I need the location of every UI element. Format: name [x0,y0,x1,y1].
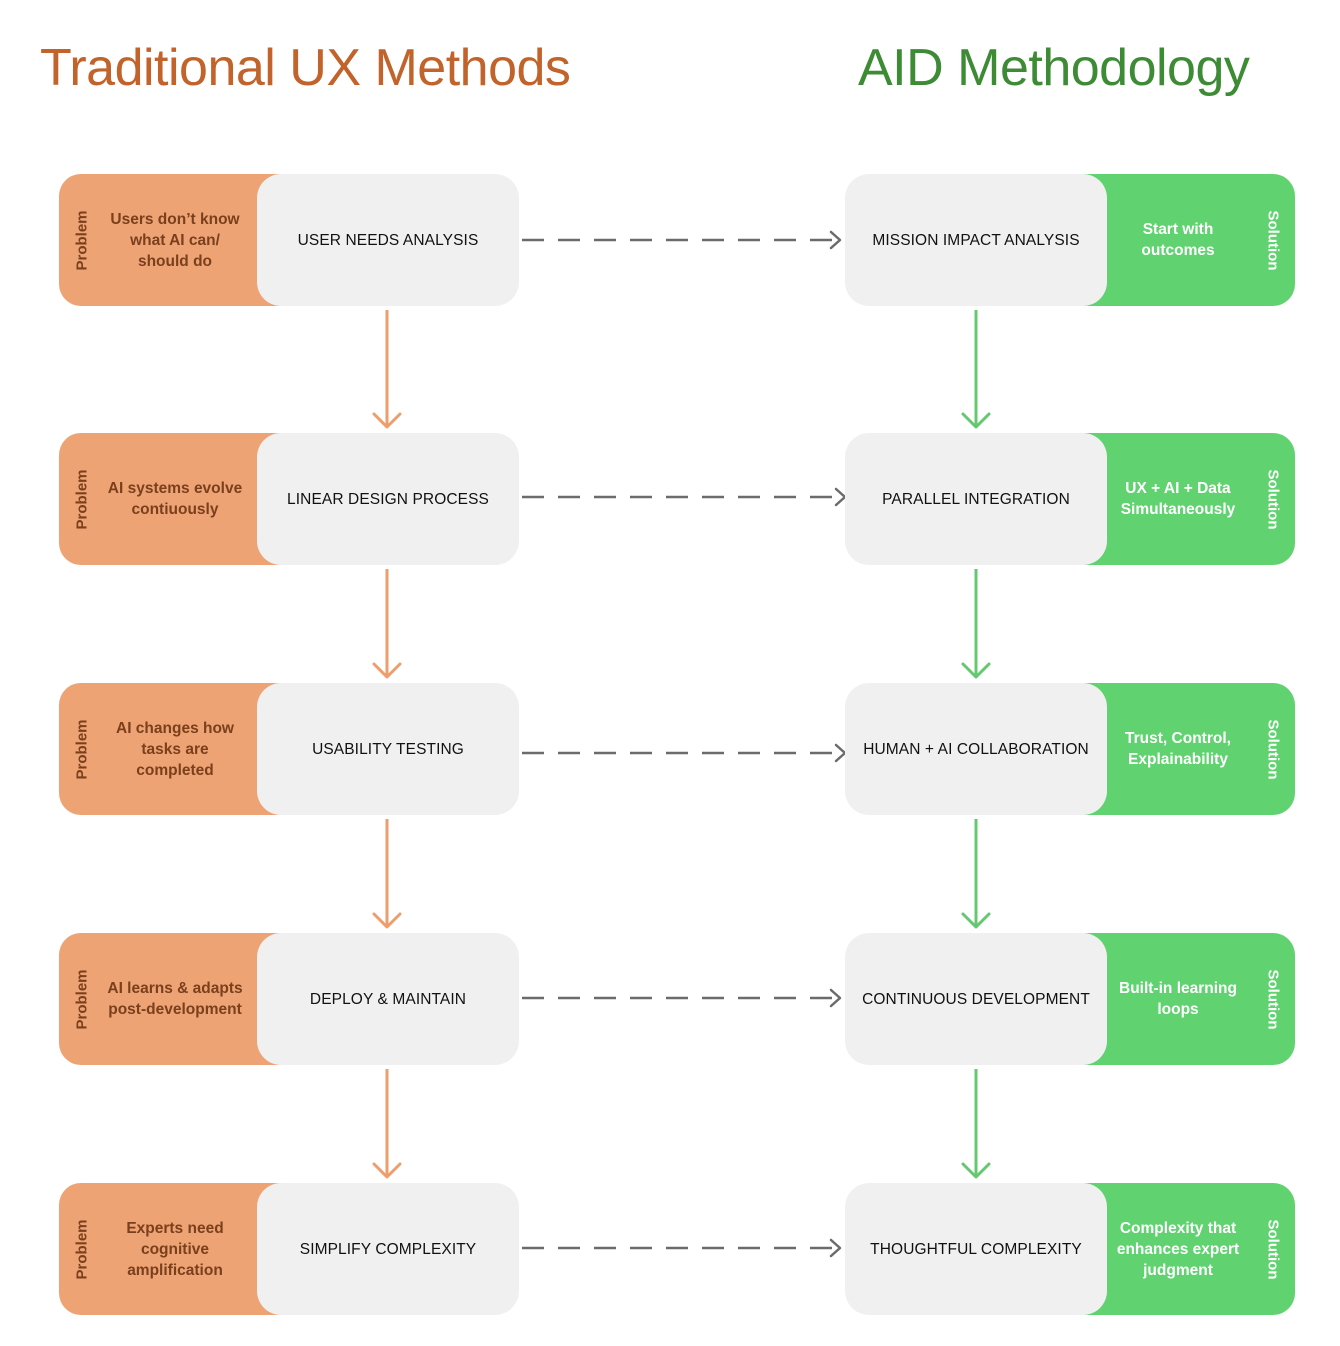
solution-text: UX + AI + Data Simultaneously [1120,480,1236,518]
solution-label: Solution [1264,719,1282,779]
problem-label: Problem [73,718,91,780]
aid-step-group: HUMAN + AI COLLABORATION Trust, Control,… [845,683,1295,815]
problem-label: Problem [73,209,91,271]
solution-text: Trust, Control, Explainability [1125,730,1231,768]
problem-text: Experts need cognitive amplification [126,1219,224,1279]
traditional-step-group: Problem Users don’t know what AI can/ sh… [59,174,519,306]
problem-label: Problem [73,468,91,530]
aid-step-box: PARALLEL INTEGRATION [845,433,1107,565]
aid-step-box: HUMAN + AI COLLABORATION [845,683,1107,815]
traditional-flow-arrow-head [372,662,402,679]
mapping-arrow-head [829,1238,842,1258]
problem-label: Problem [73,1218,91,1280]
aid-flow-arrow-head [961,662,991,679]
aid-step-box: CONTINUOUS DEVELOPMENT [845,933,1107,1065]
mapping-arrow-head [829,230,842,250]
comparison-row-2: Problem AI systems evolve contiuously LI… [0,433,1340,565]
comparison-row-3: Problem AI changes how tasks are complet… [0,683,1340,815]
comparison-row-1: Problem Users don’t know what AI can/ sh… [0,174,1340,306]
solution-text: Built-in learning loops [1119,980,1237,1018]
problem-text: AI changes how tasks are completed [116,719,234,779]
traditional-step-group: Problem Experts need cognitive amplifica… [59,1183,519,1315]
traditional-step-box: LINEAR DESIGN PROCESS [257,433,519,565]
aid-flow-arrow-head [961,912,991,929]
solution-label: Solution [1264,210,1282,270]
problem-text: Users don’t know what AI can/ should do [110,210,240,270]
traditional-step-group: Problem AI systems evolve contiuously LI… [59,433,519,565]
traditional-flow-arrow-head [372,1162,402,1179]
traditional-step-box: USER NEEDS ANALYSIS [257,174,519,306]
solution-label: Solution [1264,969,1282,1029]
aid-step-box: THOUGHTFUL COMPLEXITY [845,1183,1107,1315]
traditional-flow-arrow-head [372,412,402,429]
traditional-step-group: Problem AI changes how tasks are complet… [59,683,519,815]
comparison-row-5: Problem Experts need cognitive amplifica… [0,1183,1340,1315]
problem-text: AI systems evolve contiuously [107,480,243,518]
solution-text: Complexity that enhances expert judgment [1116,1219,1240,1279]
traditional-step-group: Problem AI learns & adapts post-developm… [59,933,519,1065]
aid-step-group: PARALLEL INTEGRATION UX + AI + Data Simu… [845,433,1295,565]
solution-label: Solution [1264,469,1282,529]
traditional-step-box: DEPLOY & MAINTAIN [257,933,519,1065]
traditional-step-box: SIMPLIFY COMPLEXITY [257,1183,519,1315]
traditional-ux-title: Traditional UX Methods [40,39,571,97]
aid-flow-arrow-head [961,412,991,429]
comparison-row-4: Problem AI learns & adapts post-developm… [0,933,1340,1065]
solution-label: Solution [1264,1219,1282,1279]
aid-step-group: THOUGHTFUL COMPLEXITY Complexity that en… [845,1183,1295,1315]
aid-step-group: CONTINUOUS DEVELOPMENT Built-in learning… [845,933,1295,1065]
mapping-arrow-head [829,988,842,1008]
traditional-flow-arrow-head [372,912,402,929]
aid-methodology-title: AID Methodology [858,39,1250,97]
solution-text: Start with outcomes [1141,221,1215,259]
aid-step-box: MISSION IMPACT ANALYSIS [845,174,1107,306]
aid-flow-arrow-head [961,1162,991,1179]
problem-text: AI learns & adapts post-development [107,980,243,1018]
problem-label: Problem [73,968,91,1030]
traditional-step-box: USABILITY TESTING [257,683,519,815]
aid-step-group: MISSION IMPACT ANALYSIS Start with outco… [845,174,1295,306]
